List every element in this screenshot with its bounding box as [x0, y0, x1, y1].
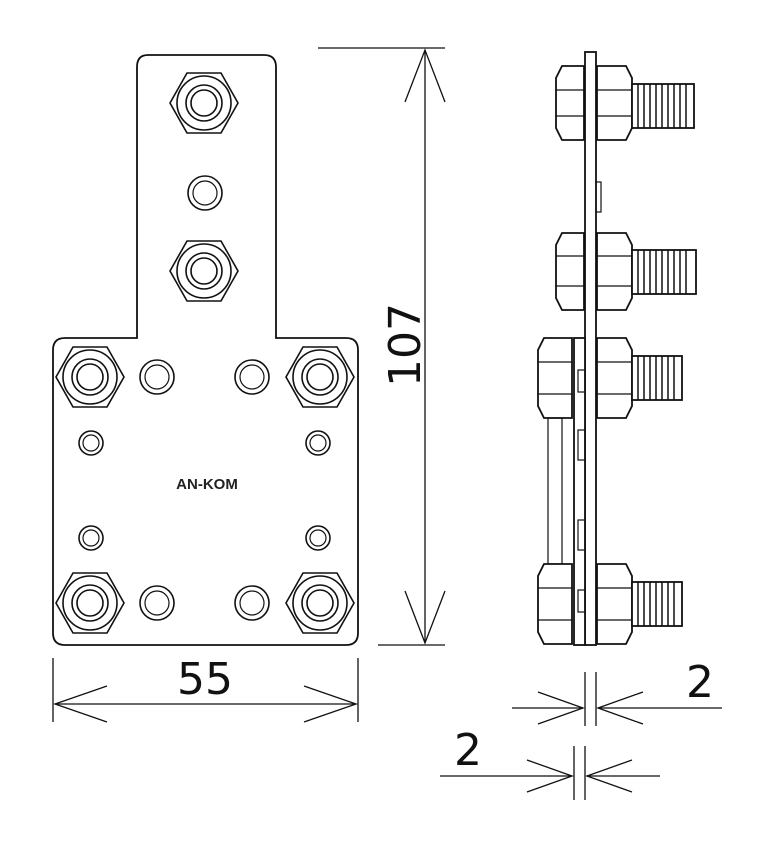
arrow-left-icon: [53, 685, 108, 723]
small-hole-4: [305, 525, 331, 551]
arrow-right-icon: [303, 685, 358, 723]
mounting-hole-4: [139, 585, 175, 621]
height-dimension-value: 107: [380, 303, 431, 387]
side-bolt-4: [537, 563, 683, 645]
thread-stud-1: [631, 83, 695, 129]
dimension-width: 55: [52, 654, 359, 723]
side-bolt-2: [555, 232, 697, 311]
arrow-down-icon: [404, 590, 446, 645]
arrow-left-icon: [585, 759, 633, 793]
width-dimension-value: 55: [177, 654, 233, 705]
hex-nut-corner-bottom-right: [285, 572, 355, 634]
thickness-upper-value: 2: [686, 657, 714, 708]
small-hole-2: [305, 430, 331, 456]
front-view: AN-KOM: [52, 54, 359, 646]
small-hole-1: [78, 430, 104, 456]
hex-nut-corner-top-left: [55, 346, 125, 408]
arrow-right-icon: [537, 691, 585, 725]
side-bolt-3: [537, 337, 683, 565]
small-hole-3: [78, 525, 104, 551]
arrow-left-icon: [596, 691, 644, 725]
hex-nut-corner-top-right: [285, 346, 355, 408]
dimension-thickness-upper: 2: [512, 657, 722, 726]
side-plate-main: [584, 51, 597, 646]
mounting-hole-1: [187, 175, 223, 211]
dimension-thickness-lower: 2: [440, 725, 660, 800]
side-view: [537, 51, 697, 646]
arrow-right-icon: [526, 759, 574, 793]
hex-nut-top-2: [169, 240, 239, 302]
busbar-plate-outline: [52, 54, 359, 646]
mounting-hole-2: [139, 359, 175, 395]
brand-label: AN-KOM: [176, 476, 238, 493]
mounting-hole-3: [234, 359, 270, 395]
thickness-lower-value: 2: [454, 725, 482, 776]
side-bolt-1: [555, 65, 695, 141]
hex-nut-top-1: [169, 72, 239, 134]
side-plate-second: [573, 337, 586, 646]
mounting-hole-5: [234, 585, 270, 621]
hex-nut-corner-bottom-left: [55, 572, 125, 634]
arrow-up-icon: [404, 48, 446, 103]
dimension-height: 107: [318, 47, 446, 646]
